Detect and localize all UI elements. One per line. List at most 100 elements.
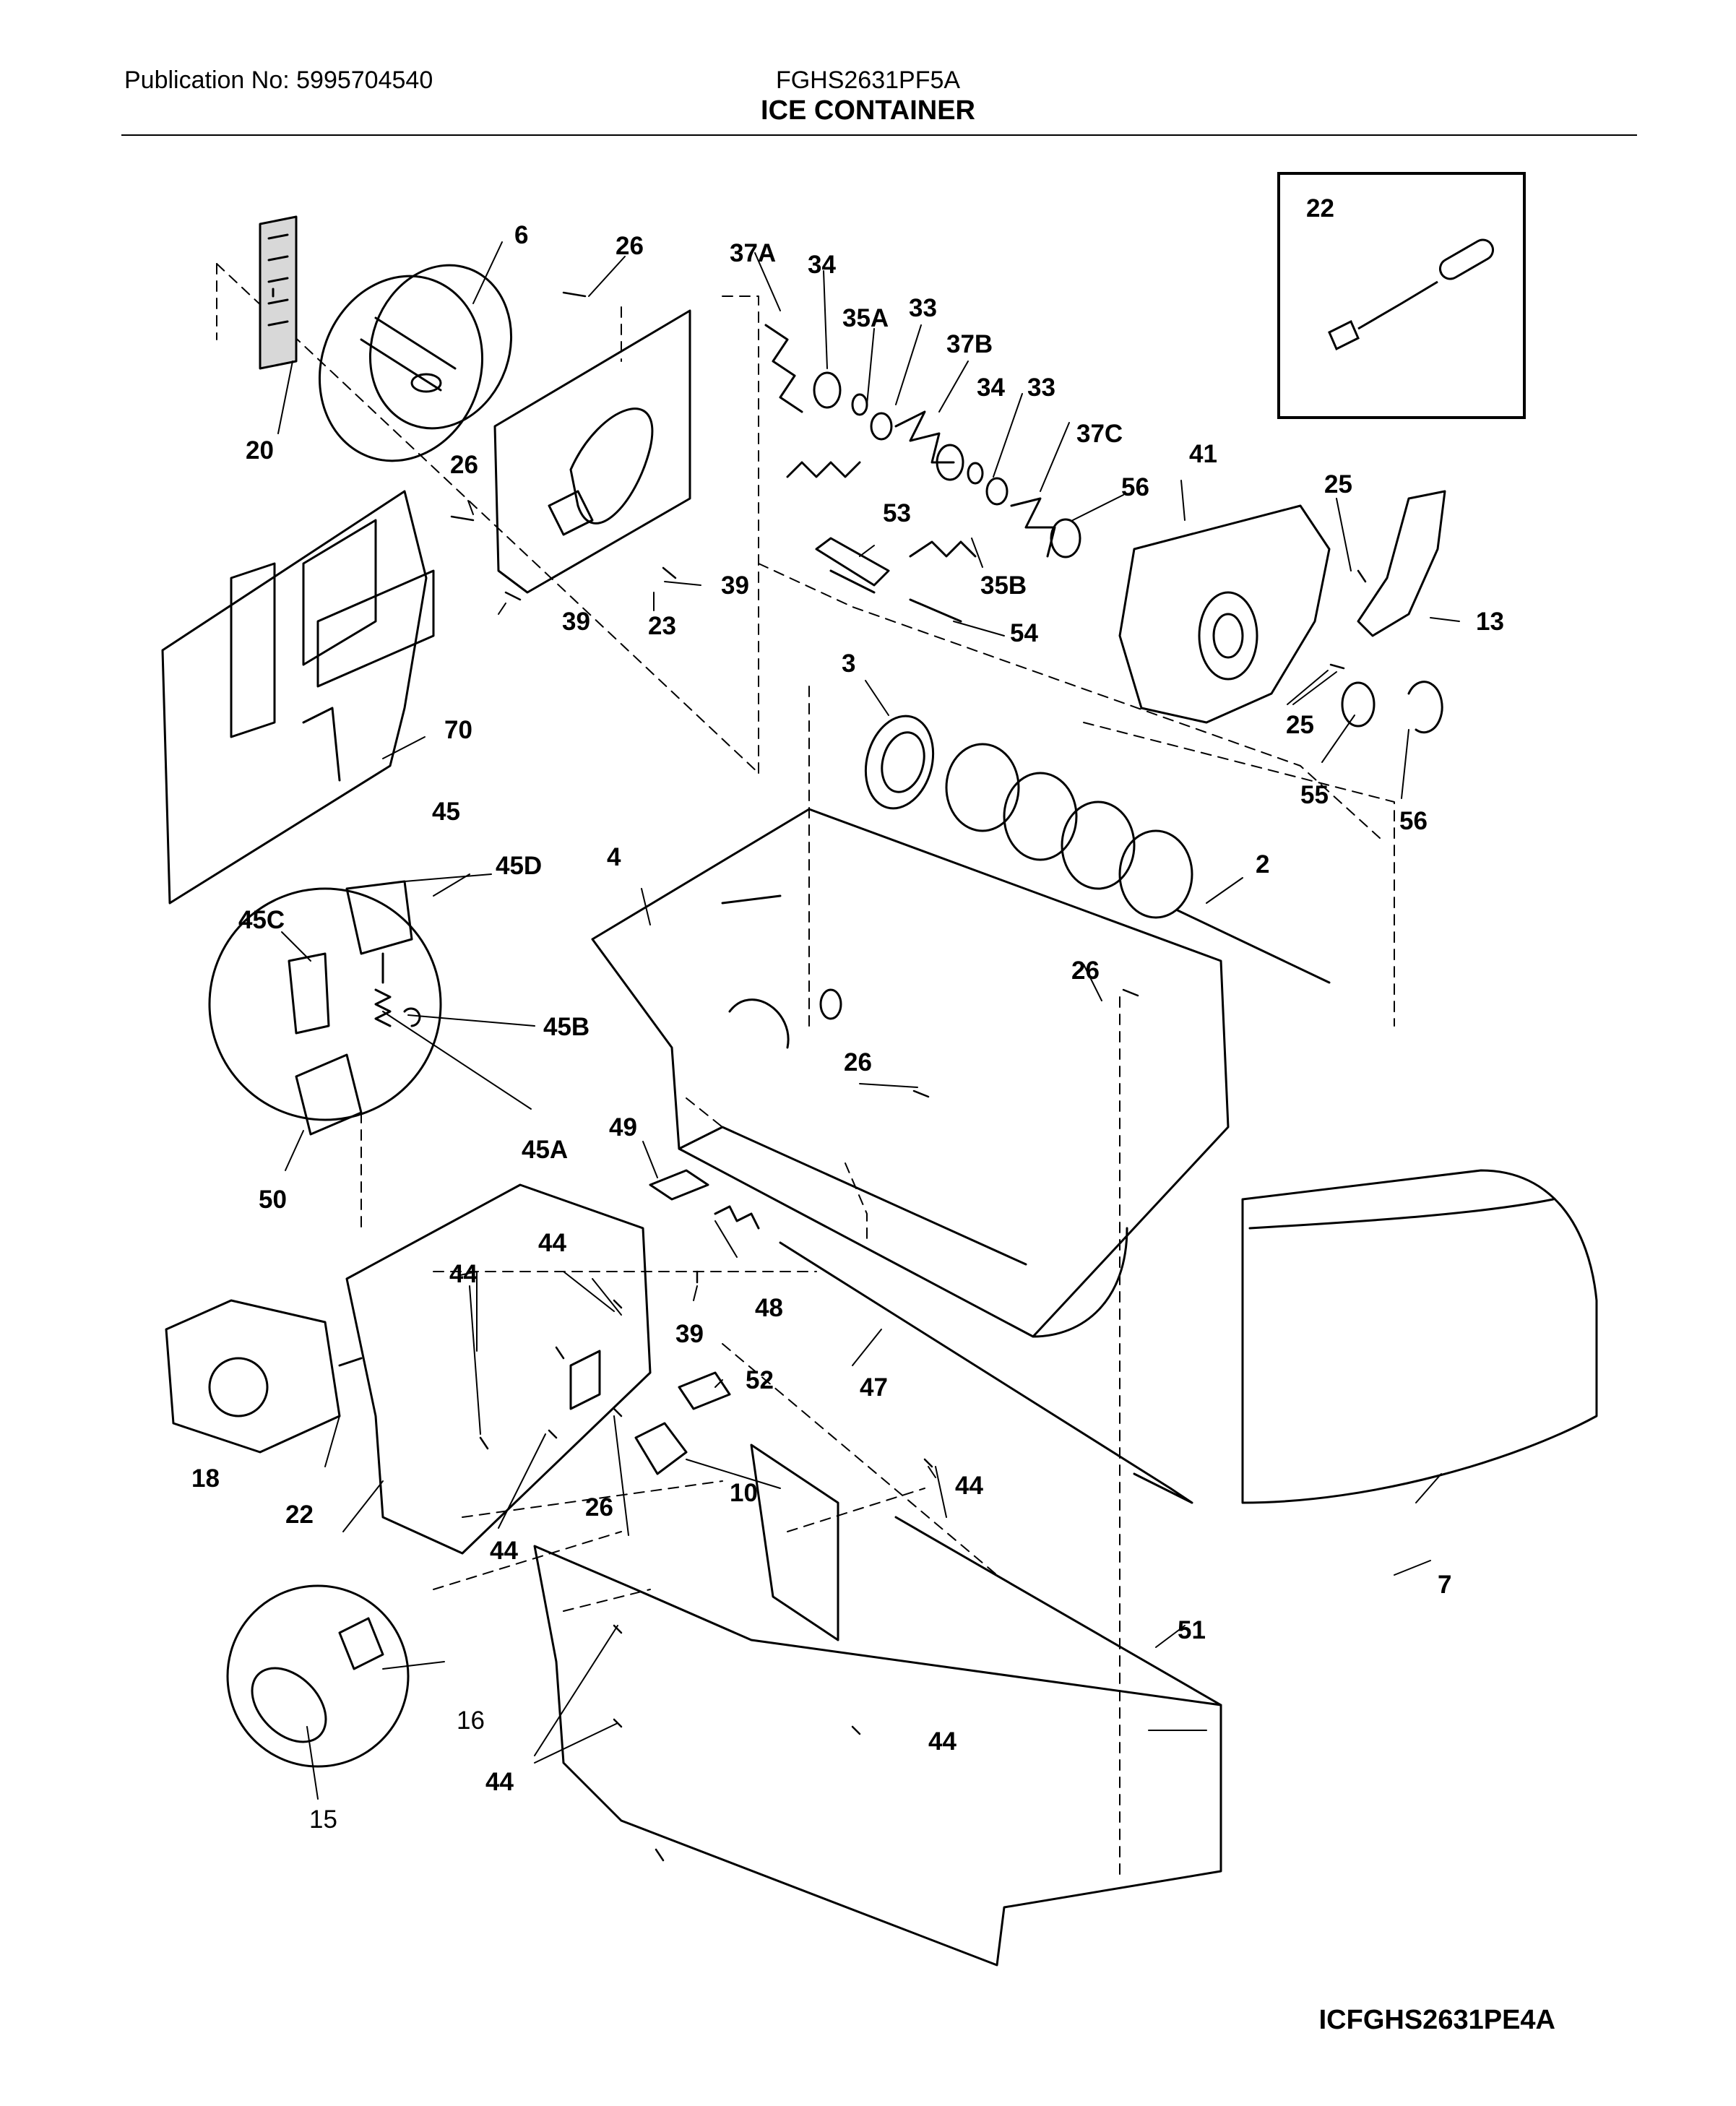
part-46-rod: [779, 1241, 1193, 1504]
part-17-foam-strip: [259, 215, 298, 370]
label-51: 52: [746, 1366, 774, 1394]
label-35b: 35B: [980, 571, 1027, 600]
part-45b-clip: [403, 1007, 421, 1027]
label-6: 6: [514, 221, 528, 249]
inset-box: [1277, 172, 1526, 419]
label-34-b: 34: [977, 374, 1005, 402]
part-18-motor: [165, 1299, 363, 1454]
label-26-bin-a: 26: [1071, 957, 1100, 985]
part-22-inset: 22: [1277, 172, 1526, 419]
part-22-sensor: [1328, 238, 1495, 351]
label-50: 50: [259, 1186, 287, 1214]
label-23: 23: [648, 612, 676, 640]
part-45c-housing: [288, 952, 330, 1035]
label-17: 20: [246, 436, 274, 465]
label-48: 49: [609, 1113, 637, 1142]
part-47-spring: [714, 1205, 760, 1230]
part-70-housing-bracket: [161, 490, 435, 905]
part-13-deflector: [1357, 490, 1446, 637]
label-52: 53: [883, 499, 911, 527]
label-20: 22: [285, 1501, 314, 1529]
label-10: 10: [730, 1479, 758, 1507]
screws: [450, 291, 1367, 1862]
label-55: 55: [1300, 781, 1329, 809]
part-45a-spring: [374, 988, 392, 1027]
part-45-callout-circle: [208, 887, 442, 1121]
part-41-cover: [1118, 504, 1331, 724]
label-4: 4: [607, 843, 621, 871]
label-37b: 37B: [946, 330, 993, 358]
part-52-switch: [815, 537, 890, 594]
part-33-washers: [851, 393, 1009, 506]
part-53-rod: [909, 598, 962, 623]
diagram-code: ICFGHS2631PE4A: [1318, 2005, 1555, 2035]
part-51-button: [678, 1371, 731, 1410]
label-13: 13: [1476, 608, 1504, 636]
part-23-back-plate: [493, 309, 691, 594]
label-26-mid: 26: [450, 451, 478, 479]
label-45: 45: [432, 798, 460, 826]
label-37c: 37C: [1076, 420, 1123, 448]
label-41: 41: [1189, 440, 1217, 468]
part-20-motor-mount: [345, 1183, 652, 1555]
label-26-top: 26: [616, 232, 644, 260]
label-44-d: 44: [490, 1537, 518, 1565]
part-56-clip: [1407, 681, 1443, 734]
part-2-auger-coil: [945, 743, 1331, 984]
label-25-low: 25: [1286, 711, 1314, 739]
part-4-ice-bin: [591, 808, 1230, 1338]
publication-number: Publication No: 5995704540: [124, 66, 433, 94]
label-26-bin-b: 26: [844, 1048, 872, 1076]
label-33-b: 33: [1027, 374, 1055, 402]
label-45a: 45A: [522, 1136, 568, 1164]
label-46: 47: [860, 1373, 888, 1402]
part-49-lower-housing: [533, 1443, 1222, 1967]
label-18: 18: [191, 1464, 220, 1493]
label-39-b: 39: [562, 608, 590, 636]
label-54: 56: [1121, 473, 1149, 501]
page-title: ICE CONTAINER: [761, 95, 975, 126]
part-6-drum: [318, 264, 513, 462]
label-7: 7: [1438, 1571, 1451, 1599]
label-33-a: 33: [909, 294, 937, 322]
label-49: 51: [1178, 1616, 1206, 1644]
label-39-a: 39: [721, 571, 749, 600]
label-44-f: 44: [485, 1768, 514, 1796]
label-37a: 37A: [730, 239, 776, 267]
label-25-top: 25: [1324, 470, 1352, 499]
part-55-ring: [1341, 681, 1376, 728]
part-15-bulb: [251, 1667, 327, 1743]
label-45c: 45C: [238, 906, 285, 934]
part-48-bracket: [649, 1169, 709, 1201]
label-22: 22: [1306, 194, 1334, 223]
part-labels: 6 26 37A 34 35A 33 37B 34 33 37C 41 25 5…: [191, 221, 1504, 1834]
label-34-a: 34: [808, 251, 836, 279]
leader-lines: [277, 241, 1460, 1800]
label-26-low: 26: [585, 1493, 613, 1522]
label-45d: 45D: [496, 852, 542, 880]
part-10-lever: [634, 1422, 688, 1475]
part-45d-solenoid: [345, 880, 413, 984]
label-35a: 35A: [842, 304, 889, 332]
label-16: 16: [457, 1706, 485, 1735]
label-44-c: 44: [955, 1472, 983, 1500]
label-39-c: 39: [675, 1320, 704, 1348]
label-3: 3: [842, 650, 855, 678]
model-number: FGHS2631PF5A: [775, 66, 961, 94]
part-16-socket: [338, 1617, 384, 1670]
part-3-ring: [864, 715, 935, 810]
assembly-guide-lines: [216, 263, 1395, 1879]
label-70: 70: [444, 716, 472, 744]
label-44-a: 44: [538, 1229, 566, 1257]
label-15: 15: [309, 1805, 337, 1834]
part-7-front-cover: [1241, 1169, 1598, 1504]
label-56: 56: [1399, 807, 1428, 835]
bulb-callout-circle: [226, 1584, 410, 1768]
part-34-bearings: [813, 371, 1081, 558]
label-2: 2: [1256, 850, 1269, 879]
part-37-springs: [764, 324, 1056, 558]
label-44-e: 44: [928, 1727, 956, 1756]
label-44-b: 44: [449, 1260, 478, 1288]
label-53: 54: [1010, 619, 1038, 647]
